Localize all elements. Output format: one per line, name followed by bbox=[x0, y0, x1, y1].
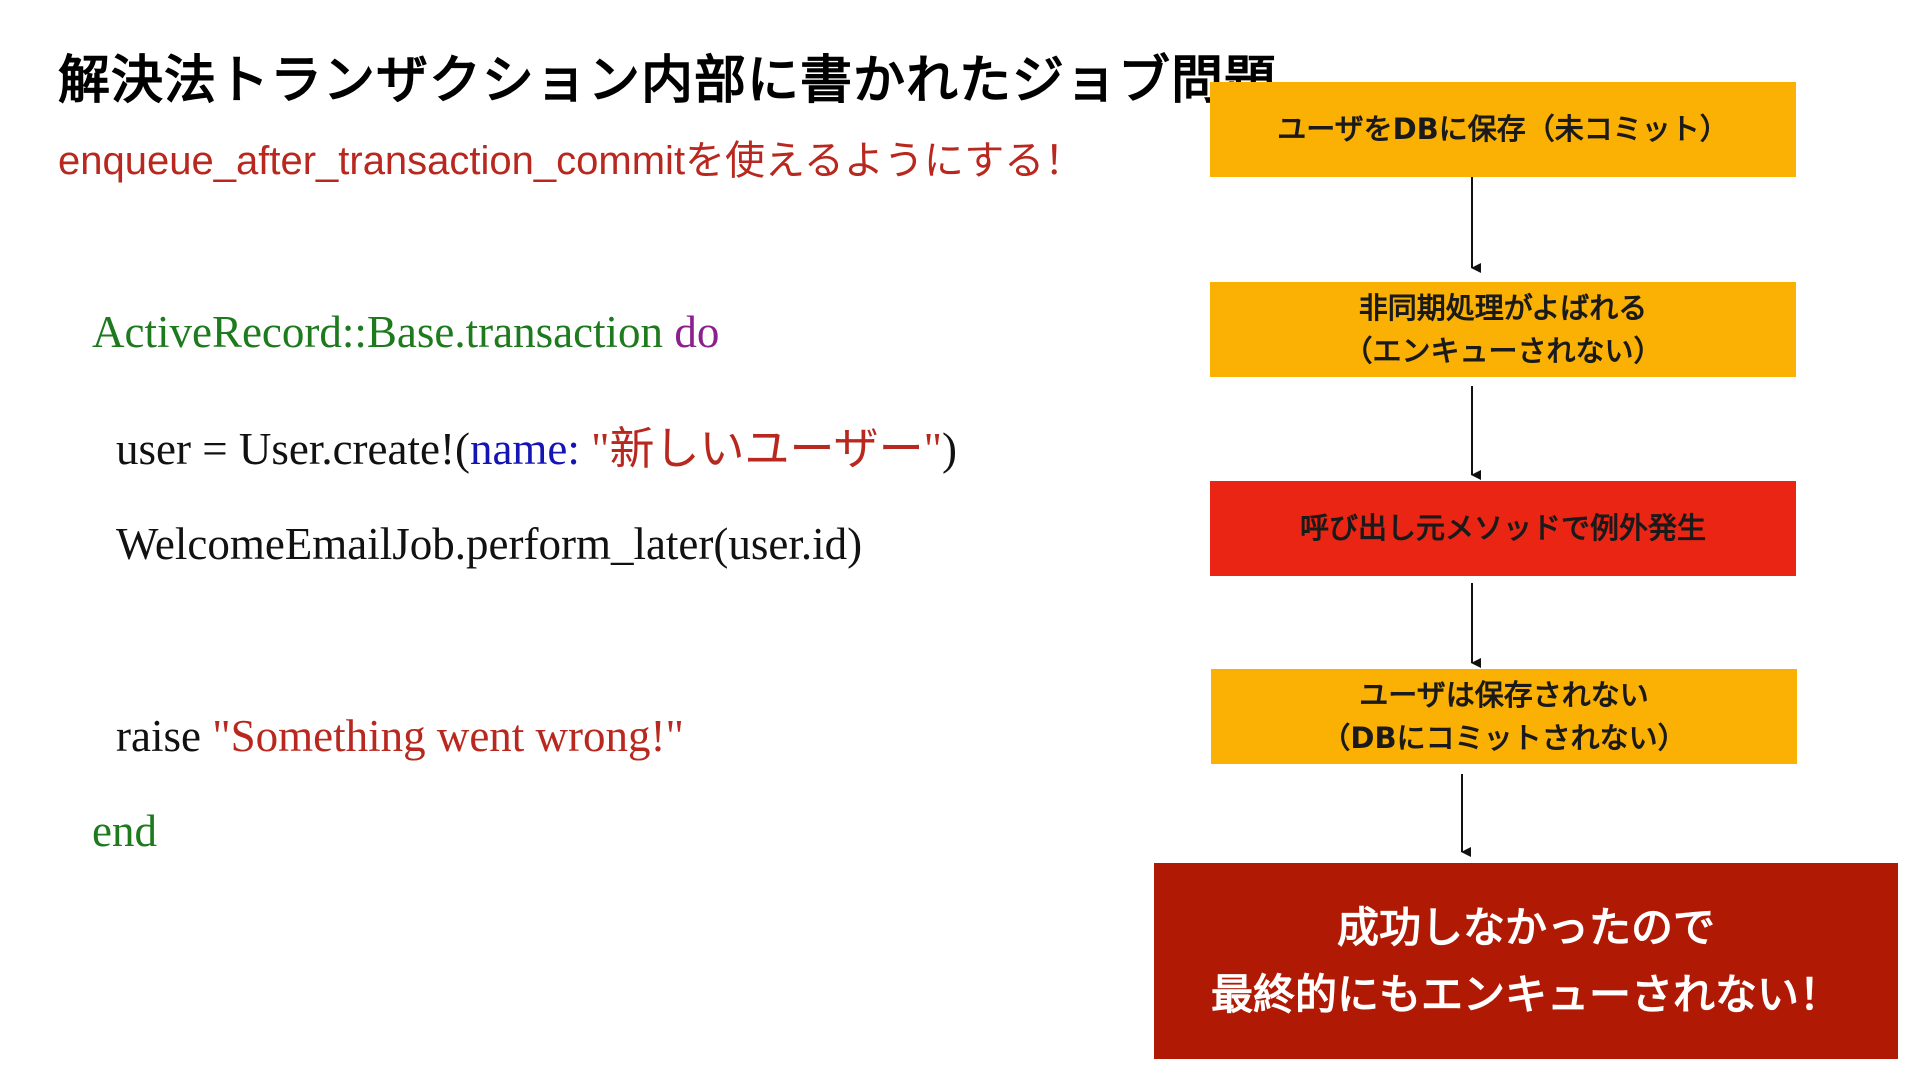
flow-step-text: （エンキューされない） bbox=[1343, 333, 1663, 368]
code-raise-prefix: raise bbox=[116, 711, 213, 761]
flow-step-text: （DBにコミットされない） bbox=[1321, 720, 1687, 755]
code-end-keyword: end bbox=[92, 806, 157, 856]
flow-step-exception: 呼び出し元メソッドで例外発生 bbox=[1210, 481, 1796, 576]
flow-step-text: 呼び出し元メソッドで例外発生 bbox=[1299, 511, 1706, 546]
code-raise-string: "Something went wrong!" bbox=[212, 711, 684, 761]
page-subtitle: enqueue_after_transaction_commitを使えるようにす… bbox=[58, 139, 1085, 183]
code-line-transaction: ActiveRecord::Base.transaction do bbox=[92, 306, 719, 358]
flow-step-text: ユーザをDBに保存（未コミット） bbox=[1277, 112, 1729, 147]
flow-step-text: ユーザは保存されない bbox=[1359, 678, 1649, 713]
code-line-perform-later: WelcomeEmailJob.perform_later(user.id) bbox=[116, 519, 863, 569]
flow-step-text: 非同期処理がよばれる bbox=[1358, 291, 1648, 326]
flow-step-async-called: 非同期処理がよばれる （エンキューされない） bbox=[1210, 282, 1796, 377]
flow-step-save-user: ユーザをDBに保存（未コミット） bbox=[1210, 82, 1796, 177]
code-space bbox=[580, 424, 591, 474]
flow-result-text: 成功しなかったので bbox=[1336, 902, 1715, 952]
code-transaction-receiver: ActiveRecord::Base.transaction bbox=[92, 307, 675, 357]
flow-step-not-saved: ユーザは保存されない （DBにコミットされない） bbox=[1211, 669, 1797, 764]
page-title: 解決法トランザクション内部に書かれたジョブ問題 bbox=[58, 51, 1278, 111]
flow-result-text: 最終的にもエンキューされない！ bbox=[1210, 970, 1841, 1019]
code-line-create-user: user = User.create!(name: "新しいユーザー") bbox=[116, 412, 957, 477]
code-name-string: "新しいユーザー" bbox=[591, 424, 942, 474]
code-name-key: name: bbox=[469, 424, 580, 474]
code-line-raise: raise "Something went wrong!" bbox=[116, 710, 684, 762]
flow-result: 成功しなかったので 最終的にもエンキューされない！ bbox=[1154, 863, 1898, 1059]
code-create-prefix: user = User.create!( bbox=[116, 424, 470, 474]
code-do-keyword: do bbox=[674, 307, 720, 357]
code-create-suffix: ) bbox=[941, 424, 957, 474]
